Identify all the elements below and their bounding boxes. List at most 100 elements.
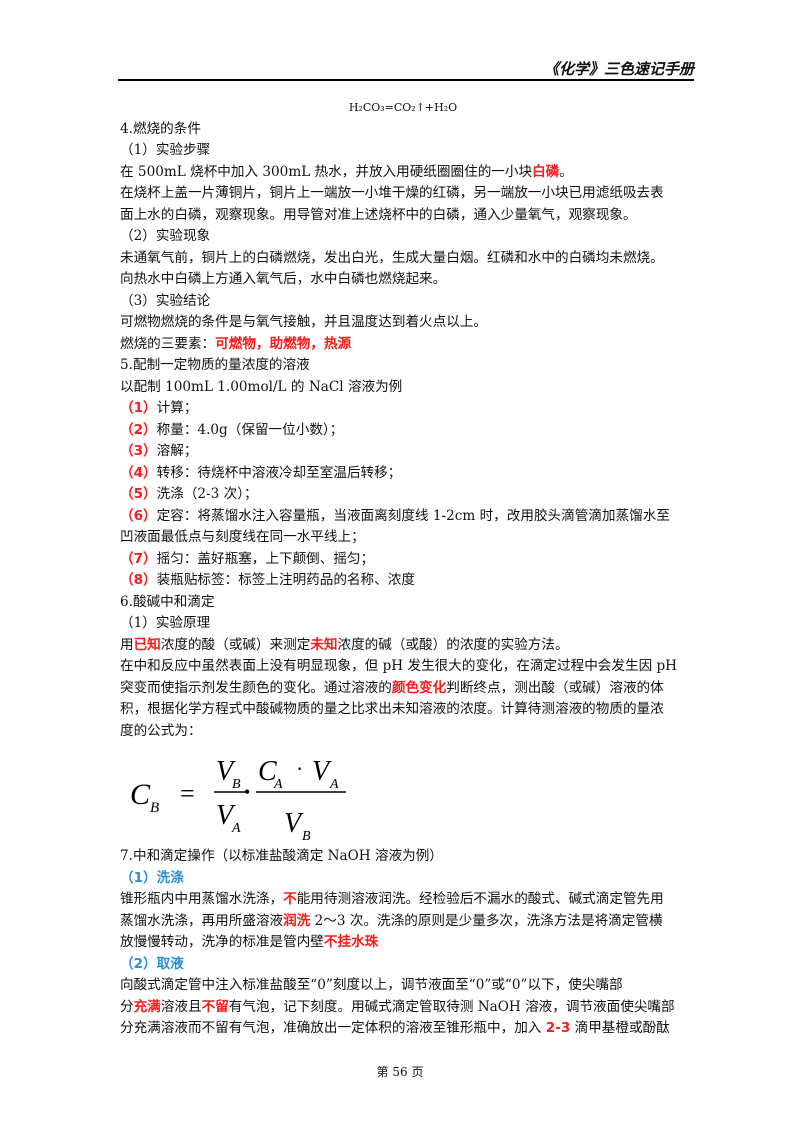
text-line: 向酸式滴定管中注入标准盐酸至“0”刻度以上，调节液面至“0”或“0”以下，使尖嘴… — [120, 975, 686, 997]
highlight-red: 不留 — [201, 998, 229, 1015]
text-line: 向热水中白磷上方通入氧气后，水中白磷也燃烧起来。 — [120, 269, 686, 291]
text-line: 凹液面最低点与刻度线在同一水平线上； — [120, 527, 686, 549]
text-segment: 计算； — [156, 400, 198, 416]
text-segment: 溶解； — [156, 443, 198, 459]
highlight-blue: （2）取液 — [120, 955, 184, 972]
text-segment: 4.燃烧的条件 — [120, 120, 201, 137]
text-line: （2）称量：4.0g（保留一位小数）； — [120, 420, 686, 442]
text-line: 用已知浓度的酸（或碱）来测定未知浓度的碱（或酸）的浓度的实验方法。 — [120, 635, 686, 657]
highlight-red: （6） — [120, 507, 157, 524]
formula-f2-denominator-sub: B — [302, 829, 311, 844]
text-line: （1）实验步骤 — [120, 140, 686, 162]
page-number: 第 56 页 — [376, 1065, 424, 1079]
highlight-red: （5） — [120, 486, 157, 502]
text-line: 未通氧气前，铜片上的白磷燃烧，发出白光，生成大量白烟。红磷和水中的白磷均未燃烧。 — [120, 248, 686, 270]
text-segment: 燃烧的三要素： — [120, 335, 216, 352]
highlight-red: （3） — [120, 443, 157, 459]
text-line: 6.酸碱中和滴定 — [120, 592, 686, 614]
highlight-red: 不 — [283, 891, 297, 907]
text-segment: 有气泡，记下刻度。用碱式滴定管取待测 NaOH 溶液，调节液面使尖嘴部 — [228, 998, 675, 1015]
text-line: 面上水的白磷，观察现象。用导管对准上述烧杯中的白磷，通入少量氧气，观察现象。 — [120, 205, 686, 227]
text-line: 度的公式为： — [120, 721, 686, 743]
text-segment: （1）实验步骤 — [120, 142, 211, 158]
text-line: 锥形瓶内中用蒸馏水洗涤，不能用待测溶液润洗。经检验后不漏水的酸式、碱式滴定管先用 — [120, 889, 686, 911]
text-segment: 可燃物燃烧的条件是与氧气接触，并且温度达到着火点以上。 — [120, 314, 488, 330]
text-line: （1）洗涤 — [120, 868, 686, 890]
text-line: 燃烧的三要素：可燃物，助燃物，热源 — [120, 334, 686, 356]
formula-f1-numerator: V — [216, 756, 236, 787]
text-segment: 5.配制一定物质的量浓度的溶液 — [120, 357, 310, 373]
text-line: （2）实验现象 — [120, 226, 686, 248]
formula-f2-denominator: V — [284, 808, 304, 839]
highlight-red: （7） — [120, 550, 157, 567]
highlight-red: 润洗 — [283, 912, 311, 929]
text-segment: 浓度的碱（或酸）的浓度的实验方法。 — [337, 636, 569, 653]
text-line: 7.中和滴定操作（以标准盐酸滴定 NaOH 溶液为例） — [120, 846, 686, 868]
text-segment: 分 — [120, 998, 134, 1015]
text-segment: 摇匀：盖好瓶塞，上下颠倒、摇匀； — [156, 550, 375, 567]
text-line: 在中和反应中虽然表面上没有明显现象，但 pH 发生很大的变化，在滴定过程中会发生… — [120, 656, 686, 678]
text-segment: 突变而使指示剂发生颜色的变化。通过溶液的 — [120, 679, 392, 696]
text-segment: （1）实验原理 — [120, 615, 211, 631]
text-line: （5）洗涤（2-3 次）； — [120, 484, 686, 506]
text-line: （7）摇匀：盖好瓶塞，上下颠倒、摇匀； — [120, 549, 686, 571]
highlight-red: （8） — [120, 572, 157, 588]
text-segment: 在烧杯上盖一片薄铜片，铜片上一端放一小堆干燥的红磷，另一端放一小块已用滤纸吸去表 — [120, 185, 664, 201]
highlight-red: 可燃物，助燃物，热源 — [215, 335, 352, 352]
text-segment: 分充满溶液而不留有气泡，准确放出一定体积的溶液至锥形瓶中，加入 — [120, 1020, 546, 1036]
text-segment: 2～3 次。洗涤的原则是少量多次，洗涤方法是将滴定管横 — [310, 912, 663, 929]
document-body: H₂CO₃=CO₂↑+H₂O 4.燃烧的条件 （1）实验步骤在 500mL 烧杯中加… — [120, 97, 686, 1040]
text-segment: 向热水中白磷上方通入氧气后，水中白磷也燃烧起来。 — [120, 271, 447, 287]
formula-f2-numerator-a: C — [258, 756, 277, 787]
text-line: 4.燃烧的条件 — [120, 119, 686, 141]
formula-f1-denominator: V — [216, 800, 236, 831]
text-segment: 滴甲基橙或酚酞 — [570, 1020, 670, 1036]
text-line: （1）计算； — [120, 398, 686, 420]
text-segment: 6.酸碱中和滴定 — [120, 593, 215, 610]
text-line: （2）取液 — [120, 954, 686, 976]
formula-f2-numerator-b-sub: A — [329, 777, 339, 792]
text-line: （4）转移：待烧杯中溶液冷却至室温后转移； — [120, 463, 686, 485]
highlight-red: （4） — [120, 464, 157, 481]
text-segment: 积，根据化学方程式中酸碱物质的量之比求出未知溶液的浓度。计算待测溶液的物质的量浓 — [120, 701, 664, 717]
highlight-red: （2） — [120, 421, 157, 438]
text-line: 分充满溶液且不留有气泡，记下刻度。用碱式滴定管取待测 NaOH 溶液，调节液面使… — [120, 997, 686, 1019]
formula-dot: • — [244, 782, 250, 802]
text-segment: H₂CO₃=CO₂↑+H₂O — [348, 101, 458, 114]
formula-lhs-sub: B — [150, 800, 159, 816]
text-line: 积，根据化学方程式中酸碱物质的量之比求出未知溶液的浓度。计算待测溶液的物质的量浓 — [120, 699, 686, 721]
text-segment: 能用待测溶液润洗。经检验后不漏水的酸式、碱式滴定管先用 — [296, 891, 664, 907]
text-segment: 7.中和滴定操作（以标准盐酸滴定 NaOH 溶液为例） — [120, 848, 443, 864]
text-line: （3）溶解； — [120, 441, 686, 463]
text-segment: 蒸馏水洗涤，再用所盛溶液 — [120, 912, 284, 929]
text-line: 以配制 100mL 1.00mol/L 的 NaCl 溶液为例 — [120, 377, 686, 399]
highlight-red: 2-3 — [545, 1020, 571, 1036]
formula-f2-numerator-mid: · — [296, 756, 303, 781]
text-line: 在烧杯上盖一片薄铜片，铜片上一端放一小堆干燥的红磷，另一端放一小块已用滤纸吸去表 — [120, 183, 686, 205]
text-segment: 溶液且 — [160, 998, 202, 1015]
highlight-red: （1） — [120, 400, 157, 416]
formula-f1-denominator-sub: A — [231, 821, 241, 836]
text-segment: 凹液面最低点与刻度线在同一水平线上； — [120, 529, 365, 545]
highlight-red: 颜色变化 — [391, 679, 447, 696]
formula-equals: = — [180, 779, 195, 808]
text-line: 突变而使指示剂发生颜色的变化。通过溶液的颜色变化判断终点，测出酸（或碱）溶液的体 — [120, 678, 686, 700]
text-line: 分充满溶液而不留有气泡，准确放出一定体积的溶液至锥形瓶中，加入 2-3 滴甲基橙… — [120, 1018, 686, 1040]
header-title: 《化学》三色速记手册 — [543, 60, 694, 78]
text-line: 5.配制一定物质的量浓度的溶液 — [120, 355, 686, 377]
text-segment: 面上水的白磷，观察现象。用导管对准上述烧杯中的白磷，通入少量氧气，观察现象。 — [120, 206, 637, 223]
text-segment: 度的公式为： — [120, 722, 202, 739]
text-line: H₂CO₃=CO₂↑+H₂O — [120, 97, 686, 119]
text-segment: 定容：将蒸馏水注入容量瓶，当液面离刻度线 1-2cm 时，改用胶头滴管滴加蒸馏水… — [156, 507, 670, 524]
text-line: （6）定容：将蒸馏水注入容量瓶，当液面离刻度线 1-2cm 时，改用胶头滴管滴加… — [120, 506, 686, 528]
formula-lhs: C — [130, 778, 151, 811]
text-line: （1）实验原理 — [120, 613, 686, 635]
header-rule — [118, 79, 694, 81]
text-line: 在 500mL 烧杯中加入 300mL 热水，并放入用硬纸圈圈住的一小块白磷。 — [120, 162, 686, 184]
text-segment: 洗涤（2-3 次）； — [156, 486, 258, 502]
text-segment: 以配制 100mL 1.00mol/L 的 NaCl 溶液为例 — [120, 378, 403, 395]
text-line: （8）装瓶贴标签：标签上注明药品的名称、浓度 — [120, 570, 686, 592]
text-segment: 称量：4.0g（保留一位小数）； — [156, 421, 344, 438]
formula-f1-numerator-sub: B — [232, 777, 241, 792]
